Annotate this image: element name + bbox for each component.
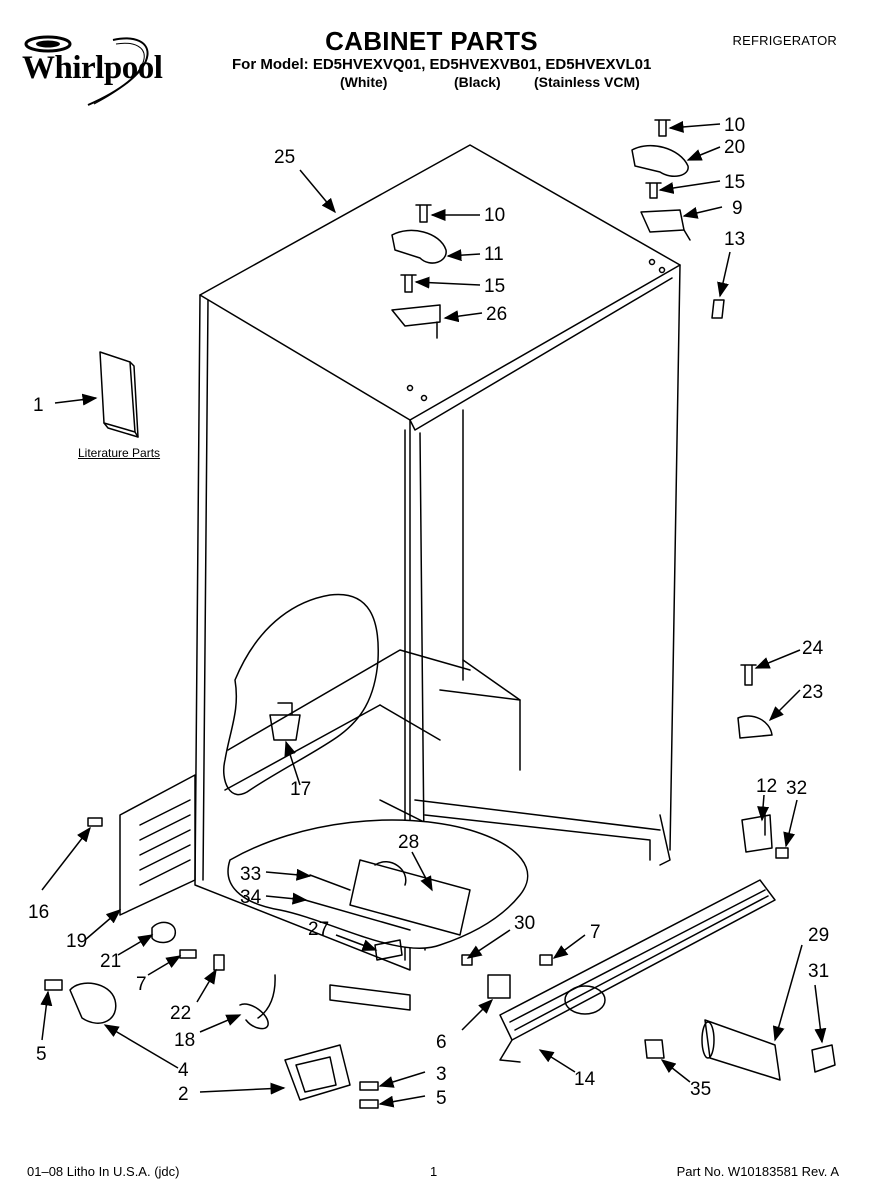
callout: 1 [33,395,44,416]
callout: 27 [308,919,329,940]
cutaway-upper [223,593,379,796]
literature-book-icon [99,351,139,438]
callout: 12 [756,776,777,797]
brand-logo-swoosh-icon [24,35,149,106]
rear-grille [119,774,196,916]
callout: 28 [398,832,419,853]
callout: 15 [724,172,745,193]
page-number: 1 [430,1164,438,1179]
callout: 16 [28,902,49,923]
callout: 29 [808,925,829,946]
callout: 3 [436,1064,447,1085]
variant-white: (White) [340,74,388,90]
callout: 32 [786,778,807,799]
callout: 14 [574,1069,596,1090]
callout: 15 [484,276,505,297]
appliance-category: REFRIGERATOR [732,33,837,48]
brand-name: Whirlpool [22,50,163,86]
callout: 10 [724,115,745,136]
variant-stainless: (Stainless VCM) [534,74,640,90]
page-title: CABINET PARTS [325,26,538,56]
callout: 17 [290,779,311,800]
callout: 34 [240,887,262,908]
callout: 33 [240,864,261,885]
part-number: Part No. W10183581 Rev. A [676,1164,839,1179]
model-line: For Model: ED5HVEXVQ01, ED5HVEXVB01, ED5… [232,56,652,73]
callout: 18 [174,1030,195,1051]
footer-print-info: 01–08 Litho In U.S.A. (jdc) [27,1164,180,1179]
callout: 9 [732,198,743,219]
callout: 5 [36,1044,47,1065]
literature-parts-label: Literature Parts [78,446,161,460]
callout: 23 [802,682,823,703]
callout: 25 [274,147,295,168]
callout: 20 [724,137,745,158]
cutaway-lower [227,819,529,950]
callout: 11 [484,244,504,265]
callout: 22 [170,1003,191,1024]
callout: 24 [802,638,824,659]
callout: 26 [486,304,507,325]
callout: 7 [136,974,147,995]
callout: 10 [484,205,505,226]
callout: 6 [436,1032,447,1053]
callout: 35 [690,1079,711,1100]
callout: 31 [808,961,829,982]
callout: 7 [590,922,601,943]
callout: 19 [66,931,87,952]
callout: 21 [100,951,121,972]
callout: 5 [436,1088,447,1109]
callout: 30 [514,913,535,934]
callout: 2 [178,1084,189,1105]
callout: 13 [724,229,745,250]
toe-grille [499,879,776,1063]
variant-black: (Black) [454,74,501,90]
callout: 4 [178,1060,189,1081]
